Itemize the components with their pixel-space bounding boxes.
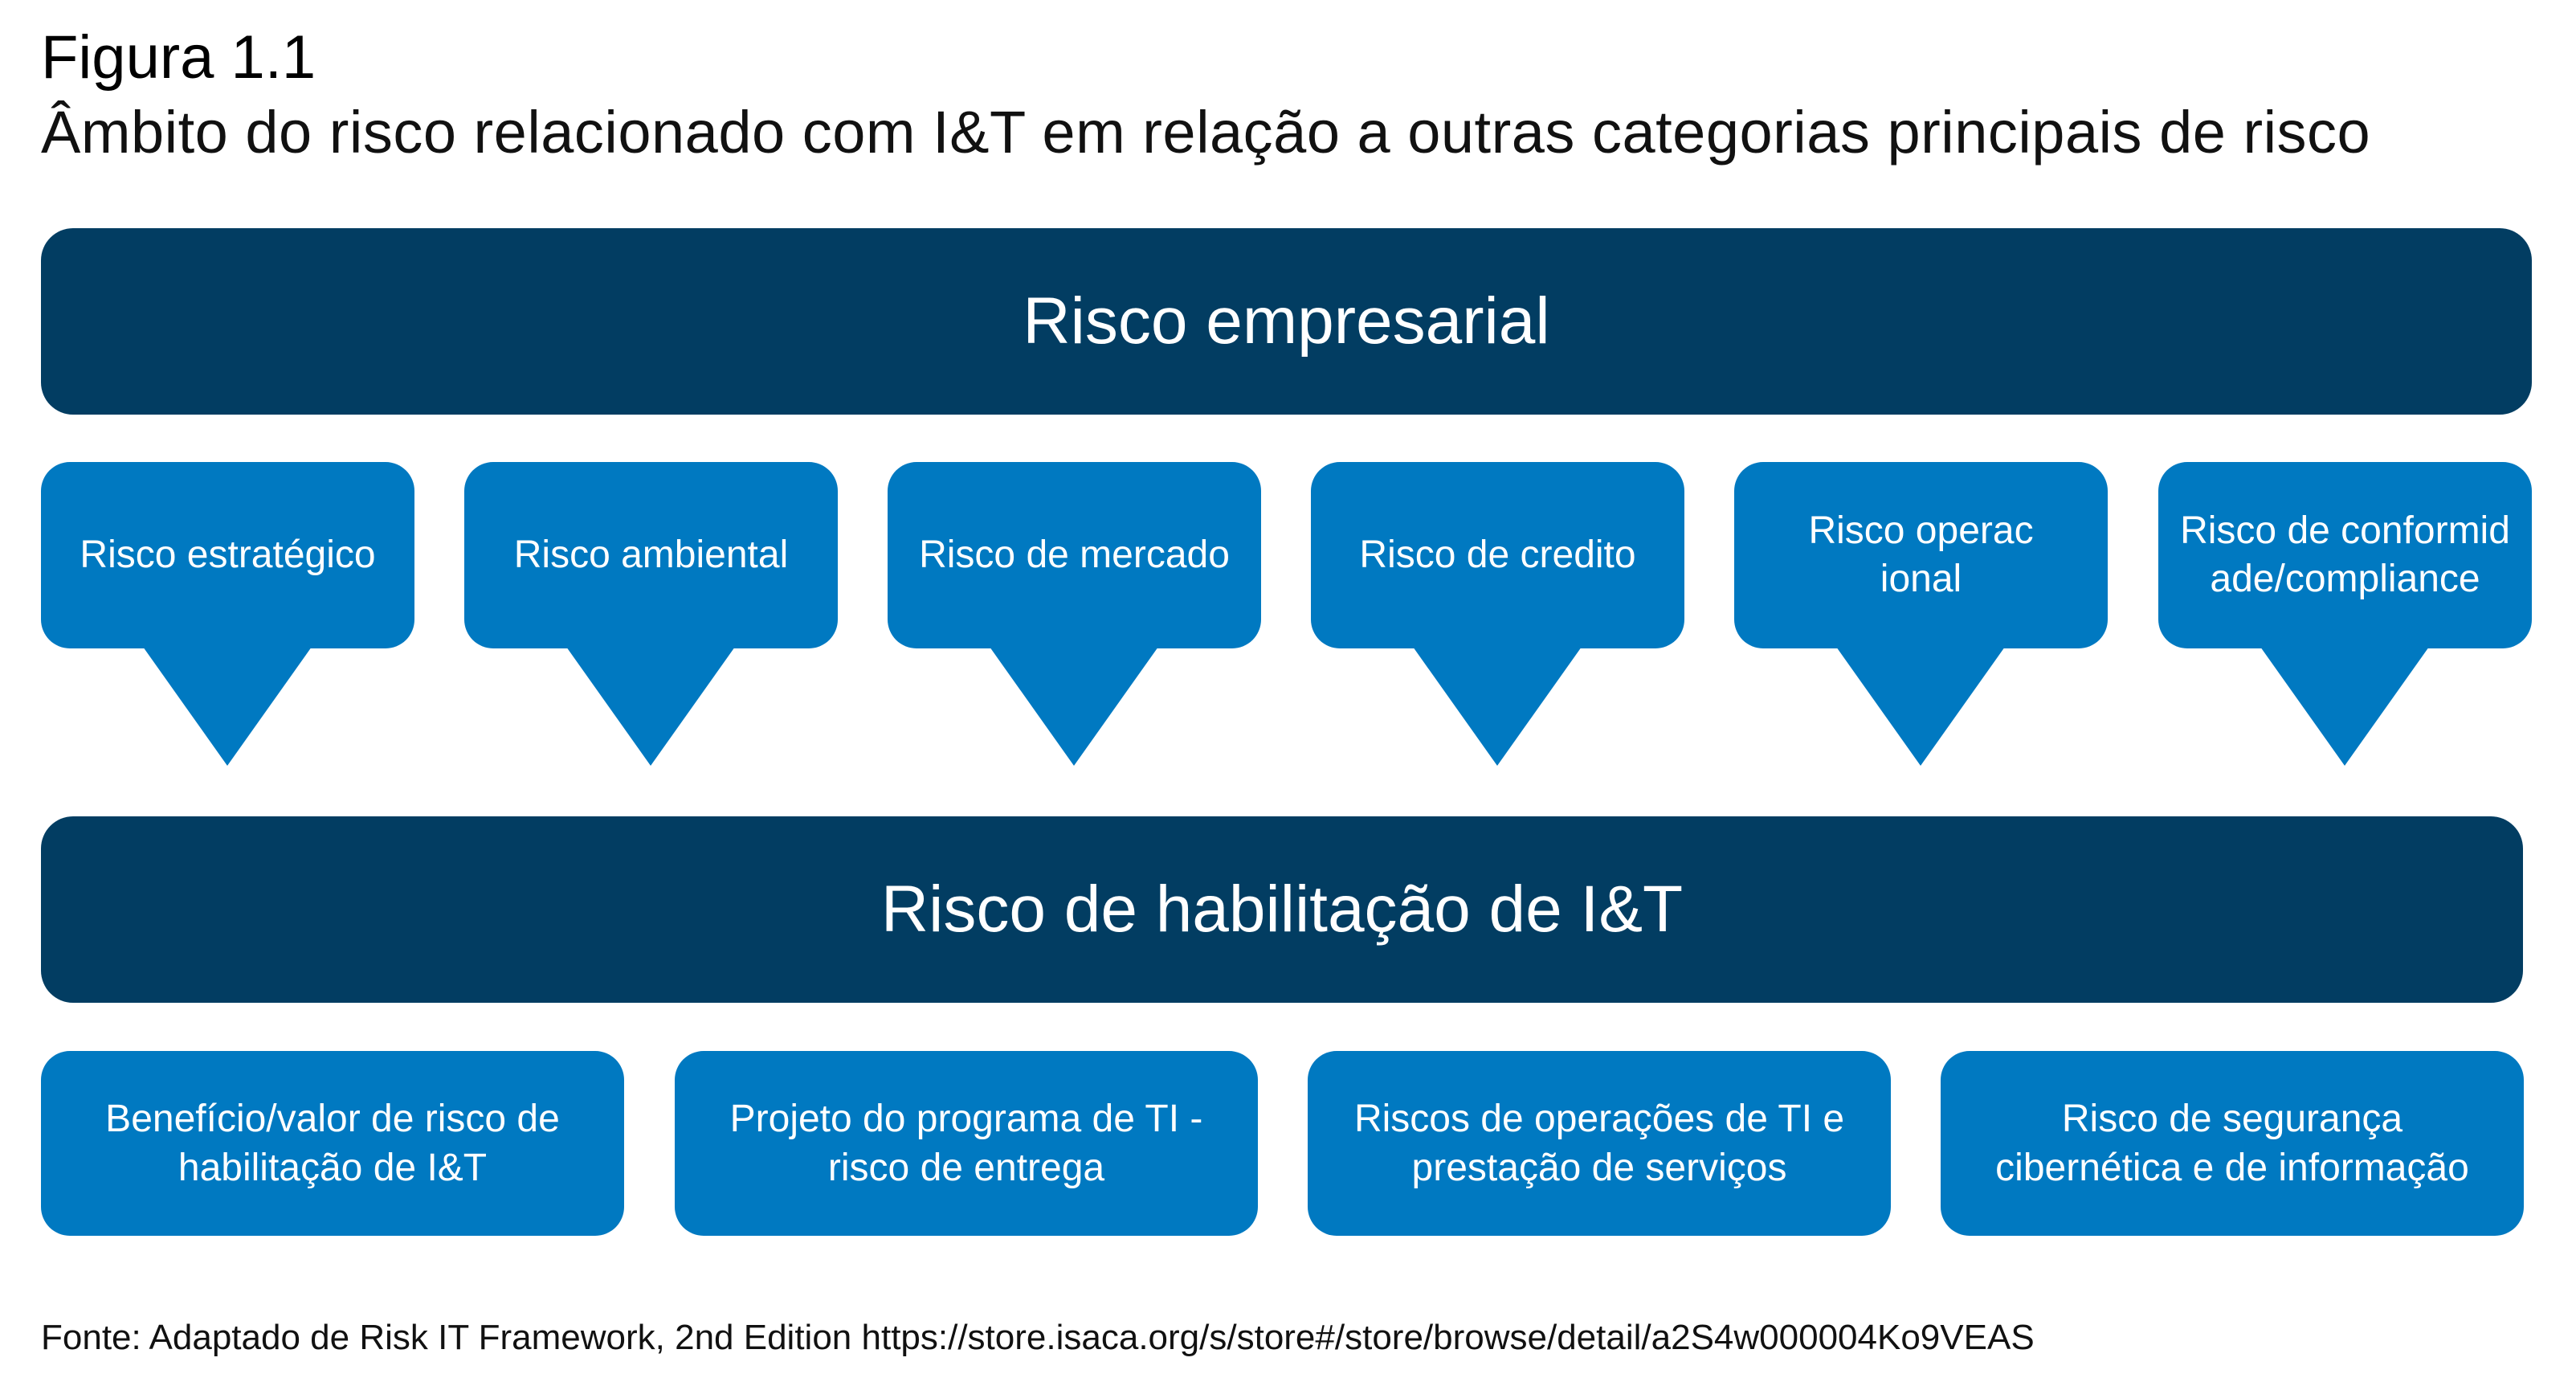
it-subcategory: Projeto do programa de TI - risco de ent… bbox=[675, 1051, 1258, 1236]
enterprise-risk-label: Risco empresarial bbox=[1023, 284, 1550, 358]
category-callout: Risco ambiental bbox=[464, 462, 838, 766]
enterprise-risk-bar: Risco empresarial bbox=[41, 228, 2532, 415]
it-subcategory: Benefício/valor de risco de habilitação … bbox=[41, 1051, 624, 1236]
callout-pointer bbox=[1836, 647, 2005, 766]
category-label: Risco estratégico bbox=[41, 462, 414, 648]
category-callout: Risco estratégico bbox=[41, 462, 414, 766]
callout-pointer bbox=[990, 647, 1158, 766]
callout-pointer bbox=[1413, 647, 1582, 766]
category-label: Risco de mercado bbox=[888, 462, 1261, 648]
category-callout: Risco operacional bbox=[1734, 462, 2108, 766]
figure-label: Figura 1.1 bbox=[41, 23, 316, 92]
it-subcategory: Risco de segurança cibernética e de info… bbox=[1941, 1051, 2524, 1236]
it-risk-label: Risco de habilitação de I&T bbox=[880, 873, 1684, 946]
category-label: Risco ambiental bbox=[464, 462, 838, 648]
category-label: Risco de conformidade/compliance bbox=[2158, 462, 2532, 648]
it-subcategory: Riscos de operações de TI e prestação de… bbox=[1308, 1051, 1891, 1236]
category-callout: Risco de credito bbox=[1311, 462, 1684, 766]
it-risk-bar: Risco de habilitação de I&T bbox=[41, 816, 2523, 1003]
category-callout: Risco de mercado bbox=[888, 462, 1261, 766]
category-label: Risco de credito bbox=[1311, 462, 1684, 648]
category-label: Risco operacional bbox=[1734, 462, 2108, 648]
callout-pointer bbox=[566, 647, 735, 766]
category-callout: Risco de conformidade/compliance bbox=[2158, 462, 2532, 766]
callout-pointer bbox=[143, 647, 312, 766]
figure-title: Âmbito do risco relacionado com I&T em r… bbox=[41, 99, 2371, 166]
source-footnote: Fonte: Adaptado de Risk IT Framework, 2n… bbox=[41, 1318, 2035, 1357]
callout-pointer bbox=[2260, 647, 2429, 766]
